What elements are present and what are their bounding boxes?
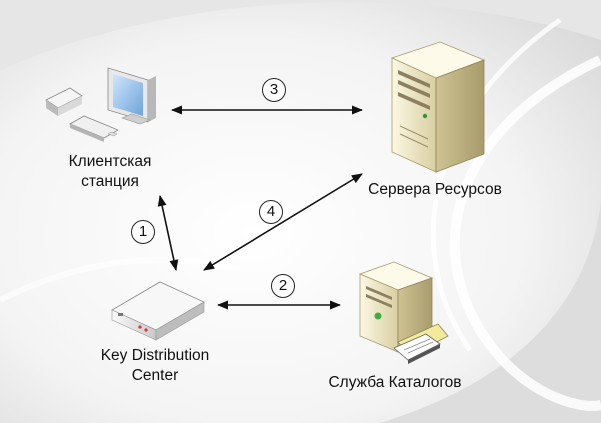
directory-label: Служба Каталогов [328, 374, 462, 391]
network-appliance-icon [111, 281, 205, 341]
step-3-badge: 3 [262, 78, 286, 102]
step-1-badge: 1 [131, 220, 155, 244]
directory-server-icon [358, 261, 449, 364]
step-2-badge: 2 [271, 274, 295, 298]
resources-label: Сервера Ресурсов [368, 181, 502, 198]
client-label-line2: станция [81, 173, 139, 190]
client-label-line1: Клиентская [68, 153, 152, 170]
arrow-client-kdc [157, 194, 179, 272]
step-4-badge: 4 [259, 200, 283, 224]
server-tower-icon [390, 41, 486, 173]
workstation-icon [45, 67, 156, 142]
kdc-label-line1: Key Distribution [100, 347, 210, 364]
arrow-kdc-resources [203, 173, 363, 271]
kdc-label-line2: Center [131, 367, 179, 384]
